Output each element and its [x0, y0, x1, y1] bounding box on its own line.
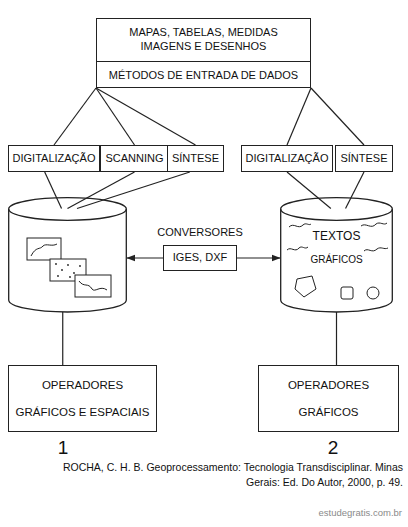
polygon-shape	[295, 276, 316, 297]
node-label: SCANNING	[105, 152, 163, 166]
text-line	[364, 248, 388, 251]
connector	[68, 172, 135, 209]
square-shape	[341, 287, 353, 299]
converter-box: CONVERSORESIGES, DXF	[163, 245, 237, 271]
connector	[237, 257, 280, 258]
connector	[311, 88, 364, 145]
map-line	[31, 244, 57, 256]
connector	[336, 312, 337, 365]
input-method-box: SCANNING	[100, 145, 168, 172]
node-label: IGES, DXF	[173, 251, 227, 265]
node-label: MAPAS, TABELAS, MEDIDAS IMAGENS E DESENH…	[108, 19, 300, 61]
text-line	[289, 224, 311, 227]
cylinder-body	[281, 209, 393, 312]
raster-vector-database	[8, 197, 127, 312]
cylinder-top	[281, 198, 393, 221]
connector	[287, 88, 311, 145]
map-line	[79, 281, 107, 290]
input-method-box: DIGITALIZAÇÃO	[241, 145, 334, 172]
text-line	[361, 223, 387, 226]
connector	[62, 312, 63, 365]
cylinder-outline	[8, 197, 127, 312]
map-sheet	[75, 275, 111, 297]
node-label: GRÁFICOS	[310, 254, 362, 267]
node-label: DIGITALIZAÇÃO	[246, 152, 329, 166]
node-label: OPERADORES	[288, 378, 369, 392]
connector	[287, 172, 331, 209]
node-label: OPERADORES	[42, 378, 123, 392]
cylinder-body	[9, 209, 127, 312]
map-sheet	[27, 238, 61, 260]
text-graphics-database: TEXTOS GRÁFICOS	[280, 197, 393, 312]
node-label: SÍNTESE	[340, 152, 387, 166]
circle-shape	[367, 287, 379, 299]
callout-number: 2	[322, 436, 344, 460]
node-label: GRÁFICOS E ESPACIAIS	[16, 405, 150, 419]
connector	[346, 172, 364, 209]
connector	[96, 88, 135, 145]
watermark: estudegratis.com.br	[250, 507, 402, 519]
connector	[45, 172, 62, 209]
connector	[96, 88, 195, 145]
connector	[54, 88, 96, 145]
node-label: MÉTODOS DE ENTRADA DE DADOS	[97, 61, 310, 87]
input-method-box: DIGITALIZAÇÃO	[8, 145, 101, 172]
input-method-box: SÍNTESE	[335, 145, 393, 172]
node-label: SÍNTESE	[172, 152, 219, 166]
connector	[127, 257, 163, 258]
converter-heading: CONVERSORES	[157, 226, 243, 240]
node-label: TEXTOS	[313, 229, 361, 244]
callout-number: 1	[52, 436, 74, 460]
input-method-box: SÍNTESE	[167, 145, 224, 172]
connector	[77, 172, 190, 209]
source-box: MAPAS, TABELAS, MEDIDAS IMAGENS E DESENH…	[96, 18, 311, 88]
operators-box: OPERADORES GRÁFICOS E ESPACIAIS	[8, 365, 157, 432]
cylinder-top	[9, 198, 127, 221]
node-label: DIGITALIZAÇÃO	[13, 152, 96, 166]
map-sheets	[27, 238, 111, 297]
text-line	[287, 247, 308, 250]
text-graphics	[287, 223, 388, 299]
operators-box: OPERADORES GRÁFICOS	[258, 365, 399, 432]
node-label: GRÁFICOS	[298, 405, 358, 419]
caption: ROCHA, C. H. B. Geoprocessamento: Tecnol…	[36, 460, 403, 490]
